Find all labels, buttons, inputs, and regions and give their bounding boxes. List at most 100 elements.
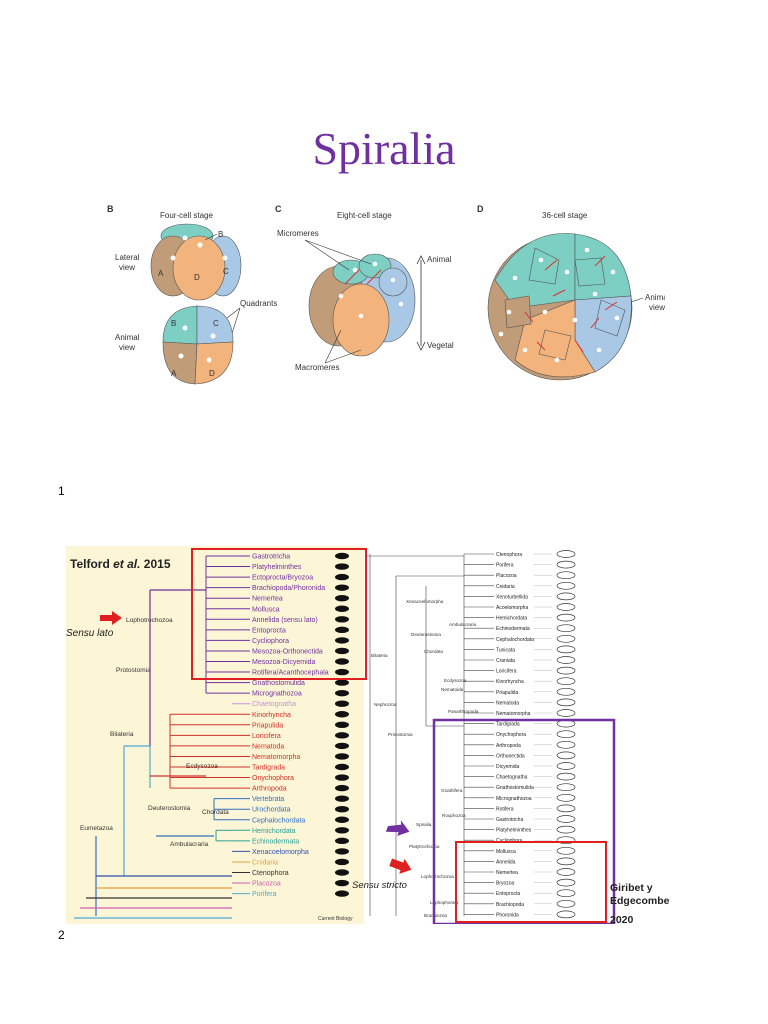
left-clade-ambulacraria: Ambulacraria bbox=[170, 841, 209, 848]
left-clade-deuterostomia: Deuterostomia bbox=[148, 805, 191, 812]
right-taxon-label: Cnidaria bbox=[496, 584, 515, 590]
panel-b-lateral-label-2: view bbox=[119, 263, 135, 272]
left-taxon-silhouette bbox=[335, 827, 349, 834]
figure-2-number: 2 bbox=[58, 928, 65, 942]
left-taxon-silhouette bbox=[335, 584, 349, 591]
right-taxon-label: Rotifera bbox=[496, 806, 514, 812]
right-organism-drawing bbox=[556, 783, 576, 792]
left-taxon-silhouette bbox=[335, 816, 349, 823]
panel-d-animal-view-label-2: view bbox=[649, 303, 665, 312]
right-taxon-label: Nematoda bbox=[496, 700, 519, 706]
right-clade-gnathifera: Gnathifera bbox=[441, 788, 463, 793]
left-taxon-label: Ctenophora bbox=[252, 870, 289, 877]
left-taxon-silhouette bbox=[335, 647, 349, 655]
right-taxon-label: Onychophora bbox=[496, 732, 526, 738]
left-taxon-label: Micrognathozoa bbox=[252, 691, 302, 698]
right-organism-drawing bbox=[556, 613, 576, 622]
right-tree-branches bbox=[366, 553, 552, 916]
right-organism-drawing bbox=[556, 571, 576, 580]
panel-b-animal-label-1: Animal bbox=[115, 333, 140, 342]
right-organism-drawing bbox=[556, 793, 576, 802]
four-cell-lateral-embryo: A D C B bbox=[150, 223, 242, 301]
page-title: Spiralia bbox=[312, 123, 456, 174]
left-taxon-silhouette bbox=[335, 795, 349, 802]
spiralia-box bbox=[432, 718, 616, 924]
left-taxon-label: Vertebrata bbox=[252, 796, 284, 803]
right-clade-nematoida: Nematoida bbox=[441, 687, 464, 692]
right-organism-drawing bbox=[556, 709, 576, 717]
left-taxon-silhouette bbox=[335, 837, 349, 845]
right-organism-drawing bbox=[556, 889, 576, 898]
right-taxon-label: Priapulida bbox=[496, 690, 518, 696]
left-taxon-label: Ectoprocta/Bryozoa bbox=[252, 575, 313, 582]
left-taxon-label: Nemertea bbox=[252, 596, 283, 603]
left-taxon-silhouette bbox=[335, 763, 349, 771]
left-taxon-label: Placozoa bbox=[252, 881, 281, 888]
right-organism-drawing bbox=[556, 677, 576, 686]
right-organism-drawing bbox=[556, 836, 576, 845]
right-taxon-label: Annelida bbox=[496, 859, 516, 865]
giribet-author-line-3: 2020 bbox=[610, 914, 634, 924]
right-taxon-label: Tardigrada bbox=[496, 722, 520, 728]
left-taxon-label: Chaetognatha bbox=[252, 701, 296, 708]
left-taxon-label: Priapulida bbox=[252, 722, 283, 729]
giribet-author-line-2: Edgecombe bbox=[610, 895, 670, 907]
spiral-cleavage-figure: B Four-cell stage Lateral view Animal vi… bbox=[107, 204, 665, 385]
right-taxon-label: Gastrotricha bbox=[496, 817, 523, 823]
left-taxon-label: Urochordata bbox=[252, 807, 291, 814]
animal-cell-b: B bbox=[171, 319, 176, 328]
left-taxon-silhouette bbox=[335, 595, 349, 602]
right-clade-ecdysozoa: Ecdysozoa bbox=[444, 678, 467, 683]
left-taxon-silhouette bbox=[335, 784, 349, 792]
sensu-lato-box bbox=[191, 548, 367, 680]
right-taxon-label: Platyhelminthes bbox=[496, 828, 532, 834]
right-taxon-label: Entoprocta bbox=[496, 891, 520, 897]
left-taxon-silhouette bbox=[335, 637, 349, 644]
panel-b-heading: Four-cell stage bbox=[160, 211, 213, 220]
left-clade-protostomia: Protostomia bbox=[116, 667, 151, 674]
left-taxon-silhouette bbox=[335, 753, 349, 760]
panel-d-heading: 36-cell stage bbox=[542, 211, 588, 220]
right-taxon-label: Echinodermata bbox=[496, 626, 530, 632]
right-organism-drawing bbox=[556, 560, 576, 569]
left-taxon-label: Cephalochordata bbox=[252, 817, 305, 824]
right-organism-drawing bbox=[556, 899, 576, 908]
right-organism-drawing bbox=[556, 581, 576, 590]
right-organism-drawing bbox=[556, 846, 576, 855]
right-organism-drawing bbox=[556, 751, 576, 760]
left-taxon-label: Mesozoa-Dicyemida bbox=[252, 659, 316, 666]
svg-text:Telford et al. 2015: Telford et al. 2015 bbox=[70, 557, 171, 571]
animal-cell-d: D bbox=[209, 369, 215, 378]
right-organism-drawing bbox=[556, 730, 576, 739]
right-taxon-label: Kinorhyncha bbox=[496, 679, 524, 685]
right-organism-drawing bbox=[556, 857, 576, 866]
right-taxon-label: Acoelomorpha bbox=[496, 605, 528, 611]
panel-b-lateral-label-1: Lateral bbox=[115, 253, 140, 262]
panel-b-quadrants-label: Quadrants bbox=[240, 299, 277, 308]
left-taxa-labels: GastrotrichaPlatyhelminthesEctoprocta/Br… bbox=[252, 554, 329, 899]
right-organism-drawing bbox=[556, 815, 576, 823]
left-taxon-silhouette bbox=[335, 658, 349, 665]
right-clade-brachiozoa: Brachiozoa bbox=[424, 913, 447, 918]
current-biology-credit: Current Biology bbox=[318, 916, 353, 922]
right-taxon-label: Hemichordata bbox=[496, 616, 527, 622]
giribet-author-line-1: Giribet y bbox=[610, 882, 653, 894]
right-taxon-label: Chaetognatha bbox=[496, 775, 528, 781]
sensu-stricto-arrow bbox=[389, 858, 412, 874]
left-taxon-label: Nematoda bbox=[252, 743, 284, 750]
right-organism-drawing bbox=[556, 878, 576, 887]
left-taxon-label: Gastrotricha bbox=[252, 554, 290, 561]
lateral-cell-c: C bbox=[223, 267, 229, 276]
left-taxon-silhouette bbox=[335, 774, 349, 781]
right-taxon-label: Micrognathozoa bbox=[496, 796, 532, 802]
right-clade-bilateria: Bilateria bbox=[371, 653, 388, 658]
right-clade-xenacoelomorpha: Xenacoelomorpha bbox=[406, 599, 444, 604]
lateral-cell-b: B bbox=[218, 230, 223, 239]
left-taxon-label: Entoprocta bbox=[252, 627, 286, 634]
eight-cell-embryo bbox=[304, 239, 416, 364]
left-taxon-label: Mollusca bbox=[252, 606, 280, 613]
right-taxon-label: Placozoa bbox=[496, 573, 517, 579]
right-organism-drawing bbox=[556, 592, 576, 601]
left-taxon-label: Gnathostomulida bbox=[252, 680, 305, 687]
right-organism-drawing bbox=[556, 550, 576, 558]
